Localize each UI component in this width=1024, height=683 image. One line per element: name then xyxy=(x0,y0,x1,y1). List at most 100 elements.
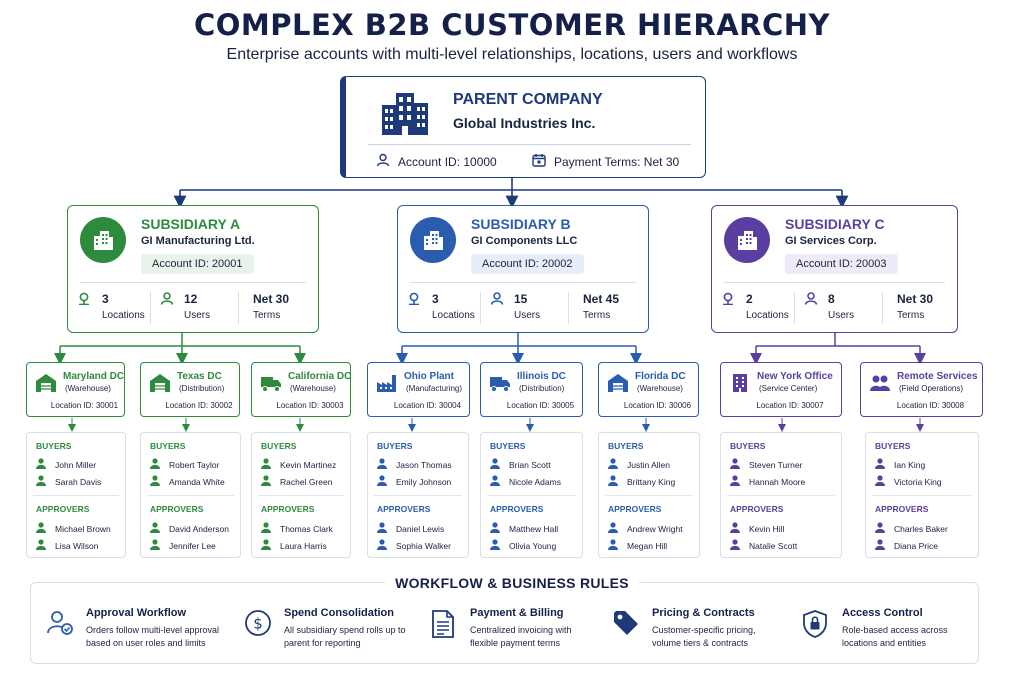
dollar-icon: $ xyxy=(244,609,272,642)
stat-value: 2 xyxy=(746,292,753,306)
approver-item[interactable]: Megan Hill xyxy=(608,539,667,552)
rule-description-line: based on user roles and limits xyxy=(86,638,206,648)
approver-item[interactable]: Lisa Wilson xyxy=(36,539,98,552)
person-icon xyxy=(150,458,160,471)
location-type: (Warehouse) xyxy=(65,384,111,393)
location-pin-icon xyxy=(78,292,90,308)
buyer-item[interactable]: Victoria King xyxy=(875,475,942,488)
location-name: New York Office xyxy=(757,371,833,382)
location-card[interactable]: Maryland DC (Warehouse) Location ID: 30001 xyxy=(26,362,125,417)
stat-value: 15 xyxy=(514,292,528,306)
location-card[interactable]: Ohio Plant(Manufacturing)Location ID: 30… xyxy=(367,362,470,417)
approver-item[interactable]: Kevin Hill xyxy=(730,522,784,535)
stat-value: Net 30 xyxy=(253,292,290,306)
location-name: Maryland DC xyxy=(63,371,125,382)
subsidiary-account-id: Account ID: 20002 xyxy=(471,254,584,274)
parent-account-id: Account ID: 10000 xyxy=(376,153,497,170)
stat-label: Users xyxy=(514,310,541,321)
buyer-item[interactable]: Nicole Adams xyxy=(490,475,561,488)
approver-item[interactable]: Daniel Lewis xyxy=(377,522,444,535)
approver-name: Laura Harris xyxy=(280,540,327,551)
person-icon xyxy=(875,475,885,488)
location-card[interactable]: California DC(Warehouse)Location ID: 300… xyxy=(251,362,351,417)
approver-item[interactable]: David Anderson xyxy=(150,522,229,535)
approver-name: Charles Baker xyxy=(894,523,948,534)
location-type: (Distribution) xyxy=(179,384,225,393)
location-id: Location ID: 30001 xyxy=(50,401,119,410)
stat-value: Net 30 xyxy=(897,292,934,306)
location-card[interactable]: Remote Services(Field Operations)Locatio… xyxy=(860,362,983,417)
buyer-item[interactable]: Steven Turner xyxy=(730,458,802,471)
location-type: (Distribution) xyxy=(519,384,565,393)
person-icon xyxy=(377,522,387,535)
approver-name: Jennifer Lee xyxy=(169,540,216,551)
approver-item[interactable]: Matthew Hall xyxy=(490,522,558,535)
approver-name: Daniel Lewis xyxy=(396,523,445,534)
buyer-item[interactable]: John Miller xyxy=(36,458,96,471)
location-card[interactable]: Florida DC(Warehouse)Location ID: 30006 xyxy=(598,362,699,417)
buyer-item[interactable]: Amanda White xyxy=(150,475,225,488)
buyer-item[interactable]: Justin Allen xyxy=(608,458,670,471)
parent-payment-terms: Payment Terms: Net 30 xyxy=(532,153,679,170)
person-icon xyxy=(377,475,387,488)
subsidiary-title: SUBSIDIARY C xyxy=(785,216,885,232)
parent-company-card[interactable]: PARENT COMPANY Global Industries Inc. Ac… xyxy=(340,76,706,178)
buyer-item[interactable]: Brian Scott xyxy=(490,458,551,471)
rule-description-line: locations and entities xyxy=(842,638,927,648)
subsidiary-name: GI Manufacturing Ltd. xyxy=(141,235,255,247)
invoice-icon xyxy=(430,609,456,644)
approver-item[interactable]: Andrew Wright xyxy=(608,522,683,535)
subsidiary-name: GI Components LLC xyxy=(471,235,578,247)
location-card[interactable]: Illinois DC(Distribution)Location ID: 30… xyxy=(480,362,583,417)
subsidiary-title: SUBSIDIARY A xyxy=(141,216,241,232)
factory-icon xyxy=(376,373,398,398)
approver-item[interactable]: Laura Harris xyxy=(261,539,327,552)
approver-name: Kevin Hill xyxy=(749,523,785,534)
approver-item[interactable]: Natalie Scott xyxy=(730,539,797,552)
approver-item[interactable]: Charles Baker xyxy=(875,522,948,535)
divider xyxy=(80,282,306,283)
users-icon xyxy=(490,292,504,308)
buyer-item[interactable]: Jason Thomas xyxy=(377,458,452,471)
approver-item[interactable]: Sophia Walker xyxy=(377,539,451,552)
approver-item[interactable]: Jennifer Lee xyxy=(150,539,216,552)
subsidiary-name: GI Services Corp. xyxy=(785,235,877,247)
divider xyxy=(258,495,344,496)
location-card[interactable]: New York Office(Service Center)Location … xyxy=(720,362,842,417)
rule-title: Access Control xyxy=(842,607,923,619)
location-card[interactable]: Texas DC(Distribution)Location ID: 30002 xyxy=(140,362,240,417)
location-id: Location ID: 30003 xyxy=(276,401,344,410)
stat-label: Users xyxy=(184,310,211,321)
building-icon xyxy=(724,217,770,263)
buyers-heading: BUYERS xyxy=(608,441,644,451)
buyer-item[interactable]: Ian King xyxy=(875,458,925,471)
person-icon xyxy=(261,522,271,535)
buyer-item[interactable]: Sarah Davis xyxy=(36,475,101,488)
warehouse-icon xyxy=(149,373,171,398)
buyer-item[interactable]: Brittany King xyxy=(608,475,675,488)
approver-item[interactable]: Olivia Young xyxy=(490,539,556,552)
buyer-name: Amanda White xyxy=(169,476,225,487)
person-icon xyxy=(608,539,618,552)
buyer-item[interactable]: Hannah Moore xyxy=(730,475,805,488)
approver-item[interactable]: Michael Brown xyxy=(36,522,111,535)
rule-description-line: parent for reporting xyxy=(284,638,361,648)
approver-item[interactable]: Thomas Clark xyxy=(261,522,333,535)
rule-description-line: volume tiers & contracts xyxy=(652,638,749,648)
buyer-item[interactable]: Robert Taylor xyxy=(150,458,219,471)
stat-value: 3 xyxy=(102,292,109,306)
buyer-item[interactable]: Rachel Green xyxy=(261,475,332,488)
buyer-item[interactable]: Emily Johnson xyxy=(377,475,451,488)
approver-name: Olivia Young xyxy=(509,540,557,551)
person-icon xyxy=(875,522,885,535)
approver-item[interactable]: Diana Price xyxy=(875,539,938,552)
divider xyxy=(882,292,883,324)
workflow-panel xyxy=(30,582,979,664)
calendar-icon xyxy=(532,153,546,170)
buyer-item[interactable]: Kevin Martinez xyxy=(261,458,336,471)
